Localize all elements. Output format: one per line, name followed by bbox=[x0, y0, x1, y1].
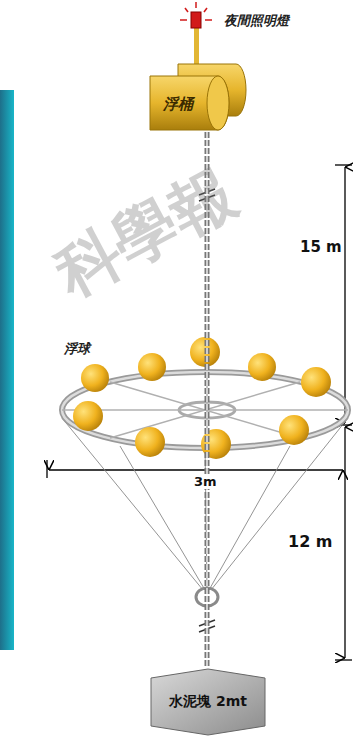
dimension-label: 15 m bbox=[298, 238, 344, 256]
light-label: 夜間照明燈 bbox=[224, 12, 289, 30]
night-light bbox=[180, 2, 212, 70]
float-barrel: 浮桶 bbox=[148, 62, 248, 132]
side-strip bbox=[0, 90, 14, 650]
ball-label: 浮球 bbox=[64, 340, 90, 358]
node-label: 浮桶 bbox=[163, 95, 193, 114]
float-balls bbox=[73, 337, 331, 459]
watermark: 科學報 bbox=[40, 150, 250, 317]
dimension-label: 12 m bbox=[286, 532, 335, 551]
cement-block: 水泥塊 2mt bbox=[150, 668, 266, 736]
dimension-label: 3m bbox=[192, 474, 219, 489]
node-label: 水泥塊 2mt bbox=[169, 693, 247, 711]
